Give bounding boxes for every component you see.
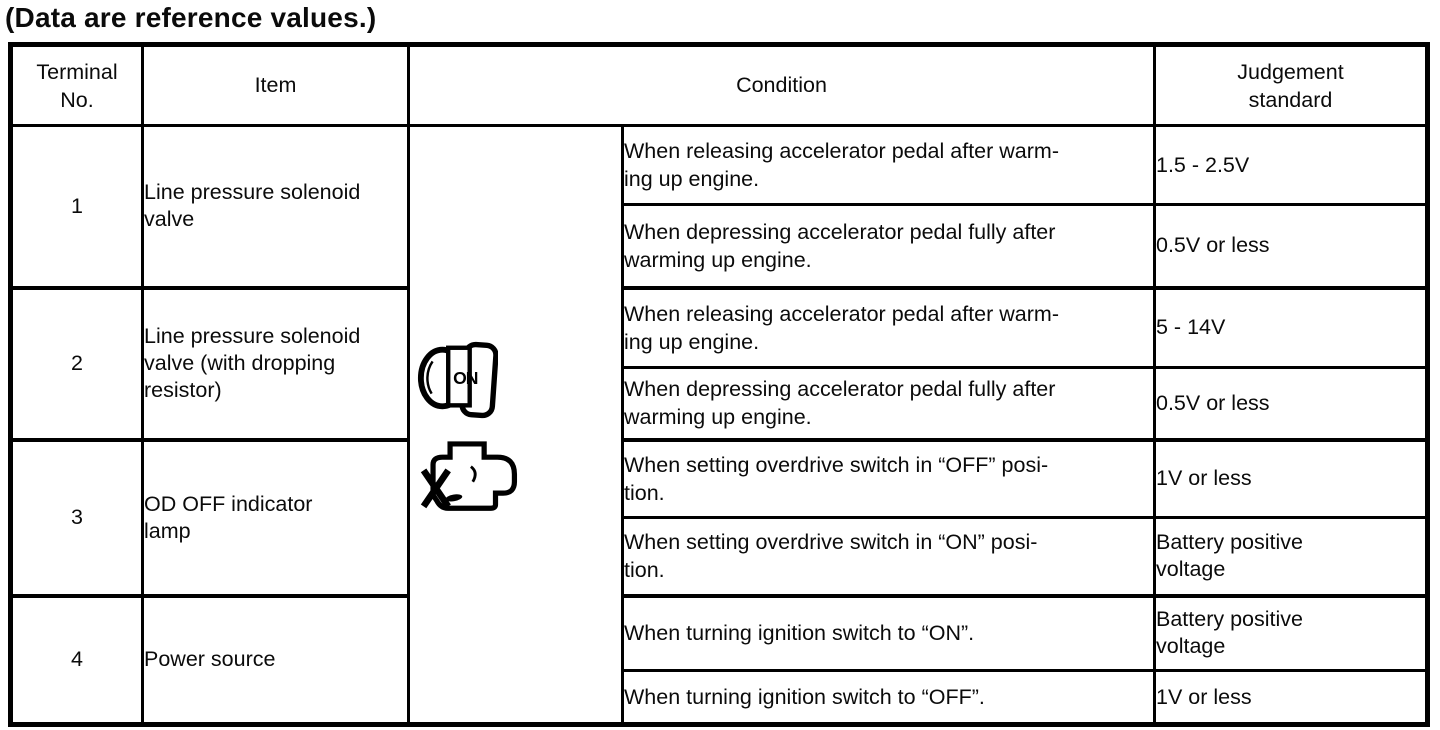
col-header-item: Item (141, 43, 410, 127)
table-row: When depressing accelerator pedal fully … (11, 203, 1429, 289)
item-line: Power source (144, 647, 276, 672)
col-header-condition: Condition (407, 43, 1156, 127)
condition-line: When setting overdrive switch in “OFF” p… (624, 452, 1049, 477)
item-cell-3: OD OFF indicator lamp (141, 437, 410, 597)
condition-cell: When turning ignition switch to “OFF”. (621, 669, 1156, 726)
condition-cell: When releasing accelerator pedal after w… (621, 285, 1156, 369)
condition-cell: When depressing accelerator pedal fully … (621, 366, 1156, 441)
condition-line: ing up engine. (624, 329, 760, 354)
condition-line: When depressing accelerator pedal fully … (624, 377, 1056, 402)
table-row: When depressing accelerator pedal fully … (11, 366, 1429, 441)
condition-line: ing up engine. (624, 167, 760, 191)
condition-cell: When setting overdrive switch in “ON” po… (621, 516, 1156, 597)
condition-cell: When depressing accelerator pedal fully … (621, 203, 1156, 289)
terminal-reference-table: Terminal No. Item Condition Judgement st… (8, 42, 1430, 727)
col-header-terminal-line1: Terminal (36, 59, 118, 84)
judgement-line: 0.5V or less (1156, 233, 1270, 258)
condition-line: When turning ignition switch to “ON”. (624, 621, 975, 646)
table-row: When setting overdrive switch in “ON” po… (11, 516, 1429, 597)
condition-line: tion. (624, 480, 665, 505)
terminal-no-cell-3: 3 (9, 437, 144, 597)
condition-line: When turning ignition switch to “OFF”. (624, 685, 985, 709)
table-row: 1 Line pressure solenoid valve (9, 124, 1429, 726)
judgement-line: 1V or less (1156, 684, 1252, 709)
terminal-no-cell-1: 1 (9, 124, 144, 289)
judgement-cell: 1V or less (1153, 669, 1429, 726)
table-row: When turning ignition switch to “OFF”. 1… (11, 669, 1429, 726)
item-cell-1: Line pressure solenoid valve (141, 124, 410, 289)
item-cell-4: Power source (141, 593, 410, 726)
condition-line: warming up engine. (624, 247, 812, 272)
condition-line: When setting overdrive switch in “ON” po… (624, 530, 1038, 555)
col-header-judgement-standard: Judgement standard (1153, 43, 1429, 127)
ignition-switch-on-icon: ON (417, 341, 498, 418)
judgement-line: 5 - 14V (1156, 315, 1226, 340)
col-header-judgement-line1: Judgement (1237, 59, 1344, 84)
engine-crossed-out-icon (420, 440, 518, 511)
item-line: valve (with dropping (144, 351, 336, 375)
item-line: Line pressure solenoid (144, 324, 361, 348)
item-line: resistor) (144, 378, 222, 402)
judgement-cell: Battery positive voltage (1153, 593, 1429, 672)
icon-stack: ON (412, 332, 620, 518)
judgement-cell: 5 - 14V (1153, 285, 1429, 369)
condition-cell: When releasing accelerator pedal after w… (621, 124, 1156, 206)
judgement-cell: Battery positive voltage (1153, 516, 1429, 597)
judgement-line: 0.5V or less (1156, 390, 1270, 415)
judgement-cell: 1.5 - 2.5V (1153, 124, 1429, 206)
judgement-line: Battery positive (1156, 607, 1303, 632)
condition-cell: When turning ignition switch to “ON”. (621, 593, 1156, 672)
condition-line: warming up engine. (624, 405, 812, 430)
test-condition-icons-cell: ON (407, 124, 624, 726)
condition-line: When depressing accelerator pedal fully … (624, 219, 1056, 244)
item-line: Line pressure solenoid (144, 180, 361, 205)
condition-line: When releasing accelerator pedal after w… (624, 301, 1059, 326)
item-line: lamp (144, 518, 191, 543)
judgement-line: 1V or less (1156, 466, 1252, 491)
judgement-line: Battery positive (1156, 530, 1303, 555)
condition-line: tion. (624, 558, 665, 583)
table-row: 4 Power source When turning ignition swi… (9, 593, 1429, 726)
item-line: OD OFF indicator (144, 491, 313, 516)
judgement-cell: 0.5V or less (1153, 203, 1429, 289)
table-row: 2 Line pressure solenoid valve (with dro… (9, 285, 1429, 441)
header-row: Terminal No. Item Condition Judgement st… (9, 43, 1429, 127)
judgement-cell: 1V or less (1153, 437, 1429, 519)
col-header-judgement-line2: standard (1248, 87, 1333, 112)
item-line: valve (144, 207, 195, 232)
col-header-terminal-line2: No. (60, 87, 94, 112)
item-cell-2: Line pressure solenoid valve (with dropp… (141, 285, 410, 441)
terminal-no-cell-2: 2 (9, 285, 144, 441)
ignition-on-label: ON (453, 367, 478, 387)
condition-line: When releasing accelerator pedal after w… (624, 139, 1059, 163)
terminal-no-cell-4: 4 (9, 593, 144, 726)
judgement-line: voltage (1156, 634, 1226, 659)
page-title: (Data are reference values.) (5, 2, 377, 33)
judgement-line: voltage (1156, 557, 1226, 582)
judgement-line: 1.5 - 2.5V (1156, 152, 1250, 177)
table-row: 3 OD OFF indicator lamp When setting ove… (9, 437, 1429, 597)
judgement-cell: 0.5V or less (1153, 366, 1429, 441)
col-header-terminal-no: Terminal No. (9, 43, 144, 127)
condition-cell: When setting overdrive switch in “OFF” p… (621, 437, 1156, 519)
